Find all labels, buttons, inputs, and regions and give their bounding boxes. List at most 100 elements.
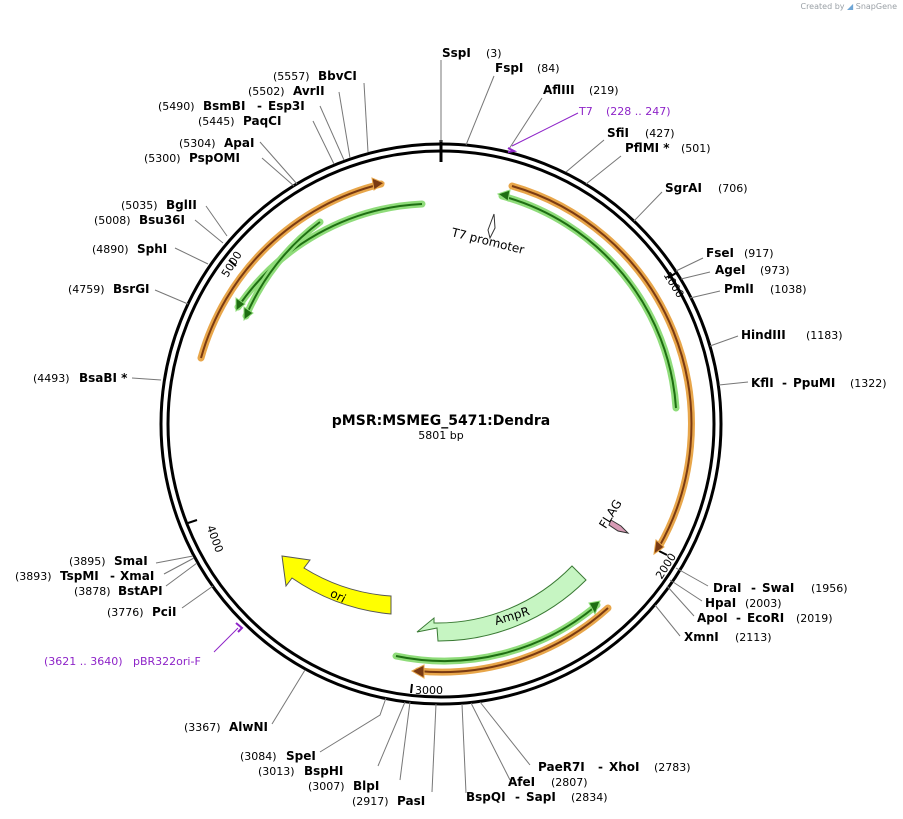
enzyme-bspqi-pos: (2834) xyxy=(571,791,608,804)
tick-label-4000: 4000 xyxy=(204,524,226,555)
leader-sphi xyxy=(174,247,209,265)
enzyme-kfli-name: KflI xyxy=(751,376,774,390)
enzyme-sgrai-name: SgrAI xyxy=(665,181,702,195)
leader-pmli xyxy=(689,290,721,299)
leader-bglii xyxy=(205,205,228,237)
enzyme-hpai-pos: (2003) xyxy=(745,597,782,610)
leader-bsmbi xyxy=(319,105,345,161)
leader-sfii xyxy=(565,139,605,173)
enzyme-bsmbi-name: BsmBI xyxy=(203,99,245,113)
leader-pbr322ori-primer xyxy=(213,627,239,653)
enzyme-drai-name: DraI xyxy=(713,581,741,595)
enzyme-bstapi-pos: (3878) xyxy=(74,585,111,598)
enzyme-xhoi-name: XhoI xyxy=(609,760,640,774)
leader-sgrai xyxy=(633,191,663,222)
leader-bsphi xyxy=(377,701,406,767)
enzyme-spei-pos: (3084) xyxy=(240,750,277,763)
leader-fspi xyxy=(465,75,495,146)
tick-label-3000: 3000 xyxy=(415,684,443,697)
enzyme-sspi-pos: (3) xyxy=(486,47,502,60)
enzyme-alwni-name: AlwNI xyxy=(229,720,268,734)
enzyme-sphi-pos: (4890) xyxy=(92,243,129,256)
leader-avrii xyxy=(338,91,351,159)
cds-arc-left xyxy=(200,183,382,359)
enzyme-apoi-sep: - xyxy=(736,611,741,625)
enzyme-pspomi-name: PspOMI xyxy=(189,151,240,165)
primer-pbr322ori-name: pBR322ori-F xyxy=(133,655,201,668)
enzyme-blpi-name: BlpI xyxy=(353,779,379,793)
enzyme-xmai-name: XmaI xyxy=(120,569,154,583)
cds-arc-left-arrowhead xyxy=(371,177,386,191)
enzyme-sgrai-pos: (706) xyxy=(718,182,748,195)
leader-pcii xyxy=(181,585,214,609)
enzyme-bbvci-name: BbvCI xyxy=(318,69,357,83)
leader-hindiii xyxy=(709,335,739,347)
enzyme-xmni-name: XmnI xyxy=(684,630,719,644)
tick-mark-4000 xyxy=(187,519,198,524)
enzyme-hpai-name: HpaI xyxy=(705,596,736,610)
leader-fsei xyxy=(675,257,704,272)
gene-arc-right-arrowhead xyxy=(496,189,511,202)
enzyme-fsei-pos: (917) xyxy=(744,247,774,260)
snapgene-logo-icon: ◢ xyxy=(847,2,854,11)
tick-mark-2000 xyxy=(658,550,668,556)
gene-arc-bottom xyxy=(395,604,598,663)
leader-bstapi xyxy=(165,562,198,587)
enzyme-fspi-name: FspI xyxy=(495,61,523,75)
enzyme-pmli-pos: (1038) xyxy=(770,283,807,296)
leader-apai xyxy=(259,141,298,185)
enzyme-kfli-sep: - xyxy=(782,376,787,390)
enzyme-bsmbi-sep: - xyxy=(257,99,262,113)
leader-afei xyxy=(470,702,511,781)
enzyme-smai-name: SmaI xyxy=(114,554,148,568)
enzyme-pasi-name: PasI xyxy=(397,794,425,808)
enzyme-leader-lines xyxy=(131,60,749,794)
leader-bsabi xyxy=(131,377,162,381)
enzyme-sfii-name: SfiI xyxy=(607,126,629,140)
enzyme-sspi-name: SspI xyxy=(442,46,471,60)
enzyme-kfli-pos: (1322) xyxy=(850,377,887,390)
gene-arc-left-outer-arrowhead xyxy=(235,297,246,313)
gene-arc-left-outer-outline xyxy=(234,200,426,311)
enzyme-avrii-name: AvrII xyxy=(293,84,325,98)
primer-t7-name: T7 xyxy=(578,105,593,118)
plasmid-size: 5801 bp xyxy=(418,429,463,442)
enzyme-hindiii-pos: (1183) xyxy=(806,329,843,342)
enzyme-pspomi-pos: (5300) xyxy=(144,152,181,165)
enzyme-drai-pos: (1956) xyxy=(811,582,848,595)
enzyme-bsphi-name: BspHI xyxy=(304,764,343,778)
cds-arc-bottom-arrowhead xyxy=(410,664,425,679)
dendra-cds-arrowhead xyxy=(653,539,665,556)
enzyme-sapi-name: SapI xyxy=(526,790,556,804)
enzyme-esp3i-name: Esp3I xyxy=(268,99,305,113)
gene-arc-left-inner-arrowhead xyxy=(243,306,254,322)
cds-arc-bottom xyxy=(417,607,609,674)
enzyme-afei-pos: (2807) xyxy=(551,776,588,789)
gene-arc-left-outer xyxy=(237,203,423,308)
enzyme-bsu36i-name: Bsu36I xyxy=(139,213,185,227)
enzyme-alwni-pos: (3367) xyxy=(184,721,221,734)
leader-bbvci xyxy=(363,82,369,153)
ori-label: ori xyxy=(328,586,348,606)
dendra-cds-arc xyxy=(511,185,693,548)
leader-pasi xyxy=(431,703,437,793)
leader-blpi xyxy=(399,701,411,781)
primer-pbr322ori-range: (3621 .. 3640) xyxy=(44,655,123,668)
t7-promoter-label: T7 promoter xyxy=(449,225,526,257)
ampr-feature xyxy=(416,565,587,642)
leader-pflmi xyxy=(585,155,622,185)
enzyme-bbvci-pos: (5557) xyxy=(273,70,310,83)
enzyme-xmni-pos: (2113) xyxy=(735,631,772,644)
enzyme-paqci-name: PaqCI xyxy=(243,114,281,128)
watermark-prefix: Created by xyxy=(800,2,845,11)
enzyme-bsrgi-name: BsrGI xyxy=(113,282,150,296)
enzyme-hindiii-name: HindIII xyxy=(741,328,786,342)
leader-bsrgi xyxy=(154,289,189,305)
enzyme-avrii-pos: (5502) xyxy=(248,85,285,98)
leader-smai xyxy=(155,555,194,564)
enzyme-sfii-pos: (427) xyxy=(645,127,675,140)
enzyme-bspqi-sep: - xyxy=(515,790,520,804)
enzyme-paer7i-sep: - xyxy=(598,760,603,774)
leader-xmni xyxy=(654,604,681,637)
